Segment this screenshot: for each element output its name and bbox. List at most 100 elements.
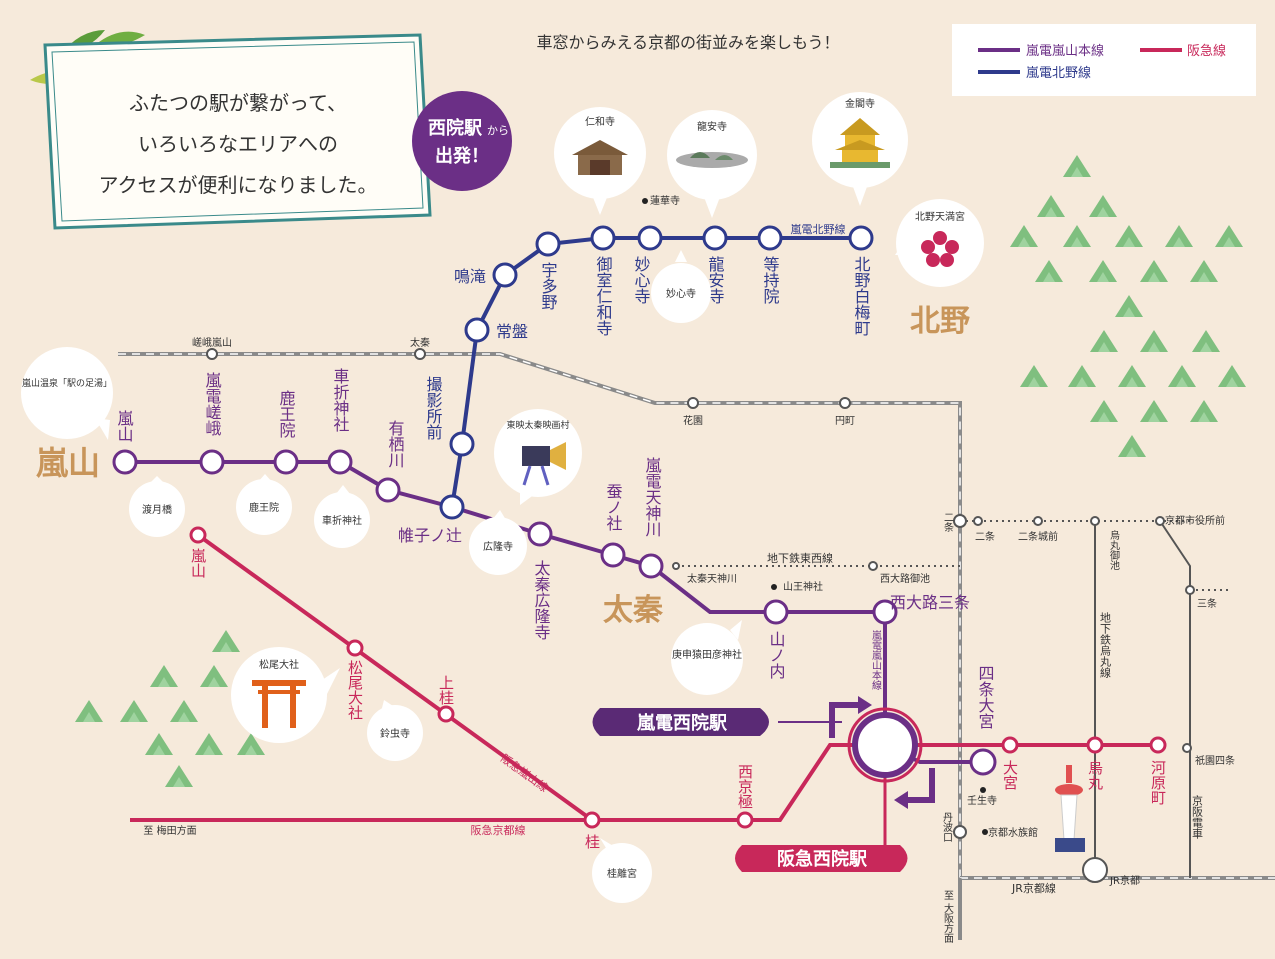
area-label-arashiyama: 嵐山 [36, 444, 100, 482]
svg-text:妙心寺: 妙心寺 [632, 256, 651, 304]
randen-sai-label: 嵐電西院駅 [592, 708, 842, 736]
svg-text:至 梅田方面: 至 梅田方面 [143, 824, 196, 837]
svg-text:嵐電嵐山本線: 嵐電嵐山本線 [870, 630, 882, 690]
plum-blossom-icon [921, 231, 959, 267]
svg-text:宇多野: 宇多野 [539, 262, 558, 310]
small-dots [642, 198, 988, 835]
randen-arashiyama-labels: 嵐山 嵐電嵯峨 鹿王院 車折神社 有栖川 帷子ノ辻 太秦広隆寺 蚕ノ社 嵐電天神… [115, 368, 995, 729]
landmark-katsura: 桂離宮 [607, 867, 637, 880]
svg-text:至 大阪方面: 至 大阪方面 [942, 890, 954, 944]
svg-text:太秦天神川: 太秦天神川 [687, 572, 737, 585]
other-station-markers [206, 348, 1195, 883]
svg-text:鹿王院: 鹿王院 [277, 390, 296, 439]
other-station-labels: 嵯峨嵐山 太秦 花園 円町 二条 二条 二条城前 烏丸御池 京都市役所前 三条 … [143, 194, 1235, 944]
svg-text:円町: 円町 [835, 416, 855, 427]
svg-text:京都市役所前: 京都市役所前 [1165, 514, 1225, 527]
landmark-onsen: 嵐山温泉「駅の足湯」 [22, 377, 112, 389]
landmark-toei: 東映太秦映画村 [506, 419, 569, 431]
landmark-kinkakuji: 金閣寺 [845, 97, 875, 110]
tagline: 車窓からみえる京都の街並みを楽しもう！ [536, 33, 839, 52]
svg-text:松尾大社: 松尾大社 [346, 660, 364, 720]
svg-text:阪急西院駅: 阪急西院駅 [777, 848, 868, 870]
svg-text:壬生寺: 壬生寺 [967, 794, 997, 807]
svg-text:桂: 桂 [583, 834, 601, 849]
intro-box: ふたつの駅が繋がって、 いろいろなエリアへの アクセスが便利になりました。 [43, 33, 432, 230]
randen-sai-arrow [829, 702, 858, 738]
randen-kitano-line [450, 236, 861, 508]
intro-line-3: アクセスが便利になりました。 [99, 173, 378, 197]
svg-text:山ノ内: 山ノ内 [767, 631, 786, 680]
start-badge: 西院駅 から 出発！ [412, 91, 512, 191]
svg-text:嵐山: 嵐山 [115, 410, 134, 442]
landmark-kitano-tenmangu: 北野天満宮 [915, 210, 965, 223]
svg-text:京都水族館: 京都水族館 [988, 826, 1038, 839]
randen-kitano-labels: 鳴滝 宇多野 御室仁和寺 妙心寺 龍安寺 等持院 北野白梅町 常盤 撮影所前 [424, 256, 871, 441]
svg-text:烏丸: 烏丸 [1086, 760, 1104, 791]
svg-text:常盤: 常盤 [496, 322, 528, 341]
landmark-kurumazaki: 車折神社 [322, 514, 362, 527]
legend-kitano-line: 嵐電北野線 [1026, 65, 1091, 81]
svg-text:上桂: 上桂 [437, 675, 455, 705]
landmark-togetsukyo: 渡月橋 [142, 503, 172, 516]
svg-text:嵐電嵯峨: 嵐電嵯峨 [203, 372, 222, 437]
randen-arashiyama-stations [112, 449, 997, 776]
landmark-myoshinji: 妙心寺 [666, 287, 696, 300]
svg-text:二条城前: 二条城前 [1018, 530, 1058, 543]
svg-text:京阪電車: 京阪電車 [1191, 794, 1204, 840]
svg-text:西大路御池: 西大路御池 [880, 572, 930, 585]
hankyu-stations [189, 526, 1167, 829]
svg-text:御室仁和寺: 御室仁和寺 [594, 256, 613, 336]
intro-line-2: いろいろなエリアへの [138, 132, 338, 156]
hankyu-sai-label: 阪急西院駅 [735, 845, 908, 872]
legend: 嵐電嵐山本線 阪急線 嵐電北野線 [952, 24, 1256, 96]
area-label-kitano: 北野 [910, 304, 970, 339]
landmark-saru: 庚申猿田彦神社 [672, 648, 742, 661]
movie-camera-icon [522, 442, 566, 486]
svg-text:大宮: 大宮 [1001, 760, 1019, 790]
landmark-ninnaji: 仁和寺 [585, 116, 615, 128]
line-labels: 嵐電北野線 阪急嵐山線 阪急京都線 嵐電嵐山本線 地下鉄東西線 地下鉄烏丸線 J… [471, 222, 1204, 895]
svg-text:二条: 二条 [942, 512, 954, 532]
svg-text:帷子ノ辻: 帷子ノ辻 [398, 526, 462, 545]
legend-hankyu-line: 阪急線 [1187, 43, 1226, 59]
landmark-rokuoin: 鹿王院 [249, 501, 279, 514]
kyoto-tower-icon [1055, 765, 1085, 852]
svg-text:撮影所前: 撮影所前 [424, 376, 443, 441]
svg-text:太秦広隆寺: 太秦広隆寺 [532, 560, 551, 640]
landmark-koryuji: 広隆寺 [483, 540, 513, 553]
svg-text:等持院: 等持院 [761, 256, 780, 305]
start-badge-big: 西院駅 [428, 117, 483, 139]
start-badge-small: から [487, 124, 509, 137]
svg-text:三条: 三条 [1197, 597, 1217, 610]
landmark-suzumushi: 鈴虫寺 [380, 727, 410, 740]
landmark-ryoanji: 龍安寺 [697, 120, 727, 133]
legend-arashiyama-line: 嵐電嵐山本線 [1026, 43, 1104, 59]
svg-text:阪急京都線: 阪急京都線 [471, 823, 526, 837]
svg-text:嵐電北野線: 嵐電北野線 [791, 222, 846, 236]
svg-text:地下鉄烏丸線: 地下鉄烏丸線 [1099, 612, 1112, 678]
svg-text:JR京都線: JR京都線 [1011, 881, 1056, 895]
svg-text:嵐電西院駅: 嵐電西院駅 [637, 712, 728, 734]
svg-text:車折神社: 車折神社 [331, 368, 350, 432]
sai-hub-station [852, 712, 918, 778]
svg-text:有栖川: 有栖川 [386, 420, 405, 468]
landmark-bubbles: 仁和寺 龍安寺 金閣寺 北野天満宮 妙心寺 嵐山温泉「駅の足湯」 渡月橋 鹿王院… [21, 92, 984, 903]
svg-text:鳴滝: 鳴滝 [454, 267, 486, 286]
svg-text:祇園四条: 祇園四条 [1195, 754, 1235, 767]
svg-text:嵯峨嵐山: 嵯峨嵐山 [192, 336, 232, 349]
golden-pavilion-icon [830, 118, 890, 168]
svg-text:西大路三条: 西大路三条 [890, 593, 970, 612]
hankyu-sai-arrow [908, 768, 935, 803]
hankyu-labels: 嵐山 松尾大社 上桂 桂 西京極 大宮 烏丸 河原町 [189, 548, 1167, 849]
svg-text:山王神社: 山王神社 [783, 580, 823, 593]
svg-text:蚕ノ社: 蚕ノ社 [604, 483, 623, 531]
svg-text:二条: 二条 [975, 530, 995, 543]
svg-text:蓮華寺: 蓮華寺 [650, 194, 680, 207]
svg-text:丹波口: 丹波口 [941, 812, 953, 842]
svg-text:北野白梅町: 北野白梅町 [852, 256, 871, 336]
start-badge-line2: 出発！ [435, 145, 489, 167]
landmark-matsuo: 松尾大社 [259, 658, 299, 671]
svg-text:烏丸御池: 烏丸御池 [1108, 529, 1120, 570]
jr-lines [118, 352, 1275, 940]
